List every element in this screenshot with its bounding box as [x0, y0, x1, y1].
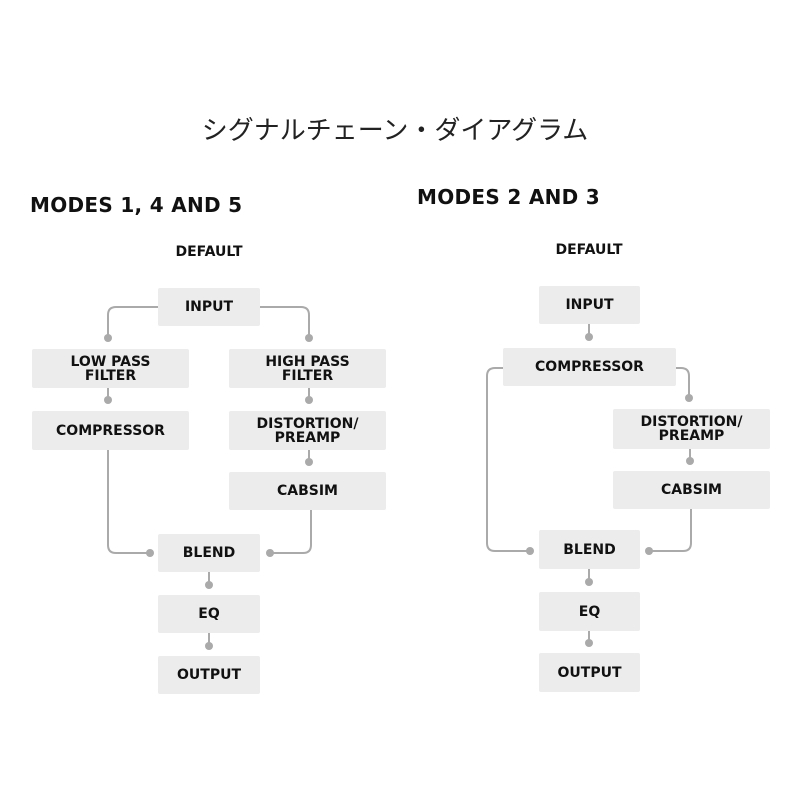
connector-dot	[645, 547, 653, 555]
connector-dot	[104, 334, 112, 342]
modes-2-3-heading: MODES 2 AND 3	[417, 185, 601, 209]
right-default-label: DEFAULT	[555, 242, 623, 258]
connector-comp-dist	[676, 367, 690, 398]
right-blend-block: BLEND	[539, 530, 640, 569]
right-eq-block: EQ	[539, 592, 640, 631]
connector-dot	[205, 642, 213, 650]
connector-cab-blend	[649, 509, 692, 552]
left-eq-block: EQ	[158, 595, 260, 633]
left-distortion-preamp-block: DISTORTION/ PREAMP	[229, 411, 386, 450]
right-output-block: OUTPUT	[539, 653, 640, 692]
connector-dot	[266, 549, 274, 557]
connector-dot	[585, 333, 593, 341]
connector-dot	[585, 639, 593, 647]
connector-dot	[104, 396, 112, 404]
left-compressor-block: COMPRESSOR	[32, 411, 189, 450]
connector-input-hpf	[260, 306, 310, 337]
connector-dot	[305, 396, 313, 404]
connector-dot	[686, 457, 694, 465]
left-default-label: DEFAULT	[175, 244, 243, 260]
right-cabsim-block: CABSIM	[613, 471, 770, 509]
connector-input-lpf	[107, 306, 158, 337]
left-input-block: INPUT	[158, 288, 260, 326]
right-distortion-preamp-block: DISTORTION/ PREAMP	[613, 409, 770, 449]
connector-dot	[146, 549, 154, 557]
connector-comp-blend	[107, 450, 150, 554]
page-title: シグナルチェーン・ダイアグラム	[201, 116, 589, 146]
left-cabsim-block: CABSIM	[229, 472, 386, 510]
left-high-pass-filter-block: HIGH PASS FILTER	[229, 349, 386, 388]
right-input-block: INPUT	[539, 286, 640, 324]
connector-cab-blend	[270, 510, 312, 554]
connector-dot	[305, 458, 313, 466]
connector-dot	[585, 578, 593, 586]
connector-dot	[526, 547, 534, 555]
left-blend-block: BLEND	[158, 534, 260, 572]
modes-1-4-5-heading: MODES 1, 4 AND 5	[30, 193, 243, 217]
connector-dot	[685, 394, 693, 402]
connector-dot	[305, 334, 313, 342]
left-output-block: OUTPUT	[158, 656, 260, 694]
right-compressor-block: COMPRESSOR	[503, 348, 676, 386]
connector-comp-blend	[486, 367, 530, 552]
left-low-pass-filter-block: LOW PASS FILTER	[32, 349, 189, 388]
connector-dot	[205, 581, 213, 589]
